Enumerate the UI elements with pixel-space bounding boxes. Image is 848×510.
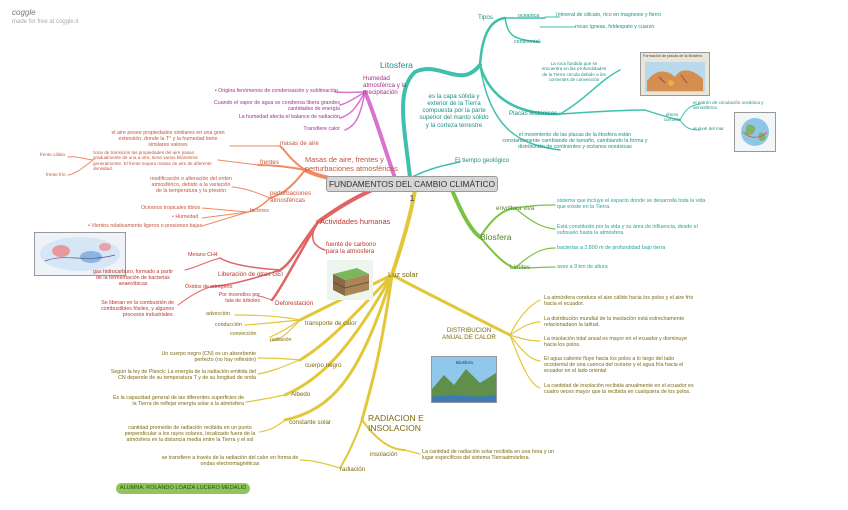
cuerpo-negro-node[interactable]: cuerpo negro [305, 362, 342, 369]
oceanica-desc: (mineral de silicato, rico en magnesio y… [556, 12, 662, 18]
insolacion-node[interactable]: insolación [370, 451, 398, 458]
incendios-node: Por incendios por tala de árboles [218, 292, 260, 305]
factor-humedad: • Humedad [172, 214, 199, 220]
weather-map-image [34, 232, 126, 276]
efecto-nivel-mar: el nivel del mar [693, 126, 724, 131]
continental-desc: rocas ígneas, feldespato y cuarzo [575, 24, 655, 30]
actividades-humanas-node[interactable]: Actividades humanas [320, 217, 391, 226]
albedo-desc: Es la capacidad general de las diferente… [112, 395, 244, 408]
brand-logo: coggle [12, 8, 36, 17]
atmos-item-2: Cuando el vapor de agua se condensa libe… [213, 100, 340, 113]
envoltura-desc-1: sistema que incluye el espacio donde se … [557, 198, 706, 211]
masas-aire-desc: el aire posee propiedades similares en u… [111, 130, 225, 149]
dist-item-2: La distribución mundial de la insolación… [544, 316, 685, 329]
albedo-node[interactable]: Albedo [291, 391, 311, 398]
radiacion-transporte[interactable]: radiación [270, 337, 292, 343]
constante-desc: cantidad promedio de radiación recibida … [124, 425, 256, 444]
efecto-circulacion: el patrón de circulación oceánica y atmo… [693, 100, 764, 111]
envoltura-node[interactable]: envoltura viva [496, 205, 535, 212]
brand-tagline: made for free at coggle.it [12, 19, 79, 25]
dist-item-5: La cantidad de insolación recibida anual… [544, 383, 694, 396]
dist-item-1: La atmósfera conduce el aire cálido haci… [544, 295, 694, 308]
conveccion[interactable]: convección [230, 331, 257, 337]
radiacion-insolacion-node[interactable]: RADIACION E INSOLACION [368, 413, 424, 433]
perturbaciones-desc: modificación o alteración del orden atmo… [150, 176, 232, 195]
biosfera-illustration-label: Biosfera [456, 360, 473, 365]
conduccion[interactable]: conducción [215, 322, 242, 328]
cuerpo-desc-1: Un cuerpo negro (CN) es un absorbente pe… [161, 351, 256, 364]
humedad-node[interactable]: Humedad atmosférica y la precipitación [363, 75, 407, 97]
dist-item-4: El agua caliente fluye hacia los polos a… [544, 356, 684, 375]
frentes-desc: zona de transición las propiedades del a… [93, 150, 212, 171]
luz-solar-node[interactable]: Luz solar [388, 270, 418, 279]
factor-vientos: • Vientos relativamente ligeros o presio… [88, 223, 203, 229]
tiempo-geologico[interactable]: El tiempo geológico [455, 157, 510, 164]
factor-oceanos: Océanos tropicales tibios [141, 205, 201, 211]
perturbaciones-node[interactable]: perturbaciones atmosféricas [270, 190, 311, 205]
atmos-item-3: La humedad afecta el balance de radiació… [238, 114, 340, 120]
liberacion-gei-node[interactable]: Liberación de otros GEI [218, 271, 284, 278]
atmos-item-4: Transfiere calor [303, 126, 340, 132]
placas-node[interactable]: Placas tectónicas [509, 110, 558, 117]
carbon-layers-image [327, 260, 373, 300]
fuente-carbono-node[interactable]: fuente de carbono para la atmosfera [326, 241, 376, 256]
limites-desc-2: aves a 9 km de altura [557, 264, 608, 270]
soil-layers-icon [332, 268, 370, 296]
placas-map-icon [645, 62, 705, 92]
oceanica-node[interactable]: oceanica [518, 13, 540, 19]
radiacion-desc: se transfiere a través de la radiación d… [161, 455, 299, 468]
globe-icon [741, 118, 769, 146]
distribucion-node[interactable]: DISTRIBUCION ANUAL DE CALOR [442, 327, 496, 342]
oxidos-desc: Se liberan en la combustión de combustib… [100, 300, 174, 319]
frente-frio[interactable]: frente frío [46, 172, 66, 177]
placas-tectonicas-illustration: Formación de placas de la litósfera [640, 52, 710, 96]
metano-desc: gas hidrocarburo, formado a partir de la… [92, 269, 174, 288]
frente-calido[interactable]: frente cálido [40, 152, 66, 157]
ocean-circulation-globe-image [734, 112, 776, 152]
biosfera-node[interactable]: Biosfera [480, 232, 512, 242]
radiacion-node[interactable]: radiación [340, 466, 366, 473]
cuerpo-desc-2: Según la ley de Planck: La energía de la… [110, 369, 256, 382]
continental-node[interactable]: continental [514, 39, 540, 45]
weather-map-icon [40, 237, 120, 271]
masas-node[interactable]: Masas de aire, frentes y perturbaciones … [305, 155, 398, 173]
limites-desc-1: bacterias a 2.800 m de profundidad bajo … [557, 245, 666, 251]
central-topic[interactable]: FUNDAMENTOS DEL CAMBIO CLIMÁTICO 1 [326, 176, 498, 203]
placas-desc: La roca fundida que se encuentra en las … [541, 61, 607, 82]
placas-movimiento: el movimiento de las placas de la litosf… [502, 132, 648, 151]
masas-aire-node[interactable]: masas de aire [280, 140, 319, 147]
atmos-item-1: • Origina fenómenos de condensación y su… [214, 88, 338, 94]
metano-node[interactable]: Metano CH4 [188, 252, 218, 258]
biosfera-illustration: Biosfera [431, 356, 497, 403]
adveccion[interactable]: advección [206, 311, 230, 317]
deforestacion-node[interactable]: Deforestación [275, 300, 314, 307]
author-label: ALUMNA: ROLANDO LOAIZA LUCERO MEDALID [116, 483, 250, 494]
insolacion-desc: La cantidad de radiación solar recibida … [422, 449, 554, 462]
biosfera-landscape-icon [432, 357, 496, 402]
transporte-calor-node[interactable]: transporte de calor [305, 320, 357, 327]
oxidos-node[interactable]: Óxidos de nitrógeno [185, 284, 233, 290]
tipos-node[interactable]: Tipos [478, 14, 493, 21]
litosfera-node[interactable]: Litosfera [380, 60, 413, 70]
envoltura-desc-2: Está constituido por la vida y su área d… [557, 224, 698, 237]
litosfera-desc: es la capa sólida y exterior de la Tierr… [419, 93, 489, 129]
factores-node[interactable]: factores [250, 208, 269, 214]
dist-item-3: La insolación total anual es mayor en el… [544, 336, 688, 349]
limites-node[interactable]: Límites [510, 264, 530, 271]
efecto-node[interactable]: efecto corrosía [663, 112, 681, 123]
constante-solar-node[interactable]: constante solar [289, 419, 331, 426]
frentes-node[interactable]: frentes [260, 159, 279, 166]
placas-illustration-title: Formación de placas de la litósfera [643, 54, 702, 58]
